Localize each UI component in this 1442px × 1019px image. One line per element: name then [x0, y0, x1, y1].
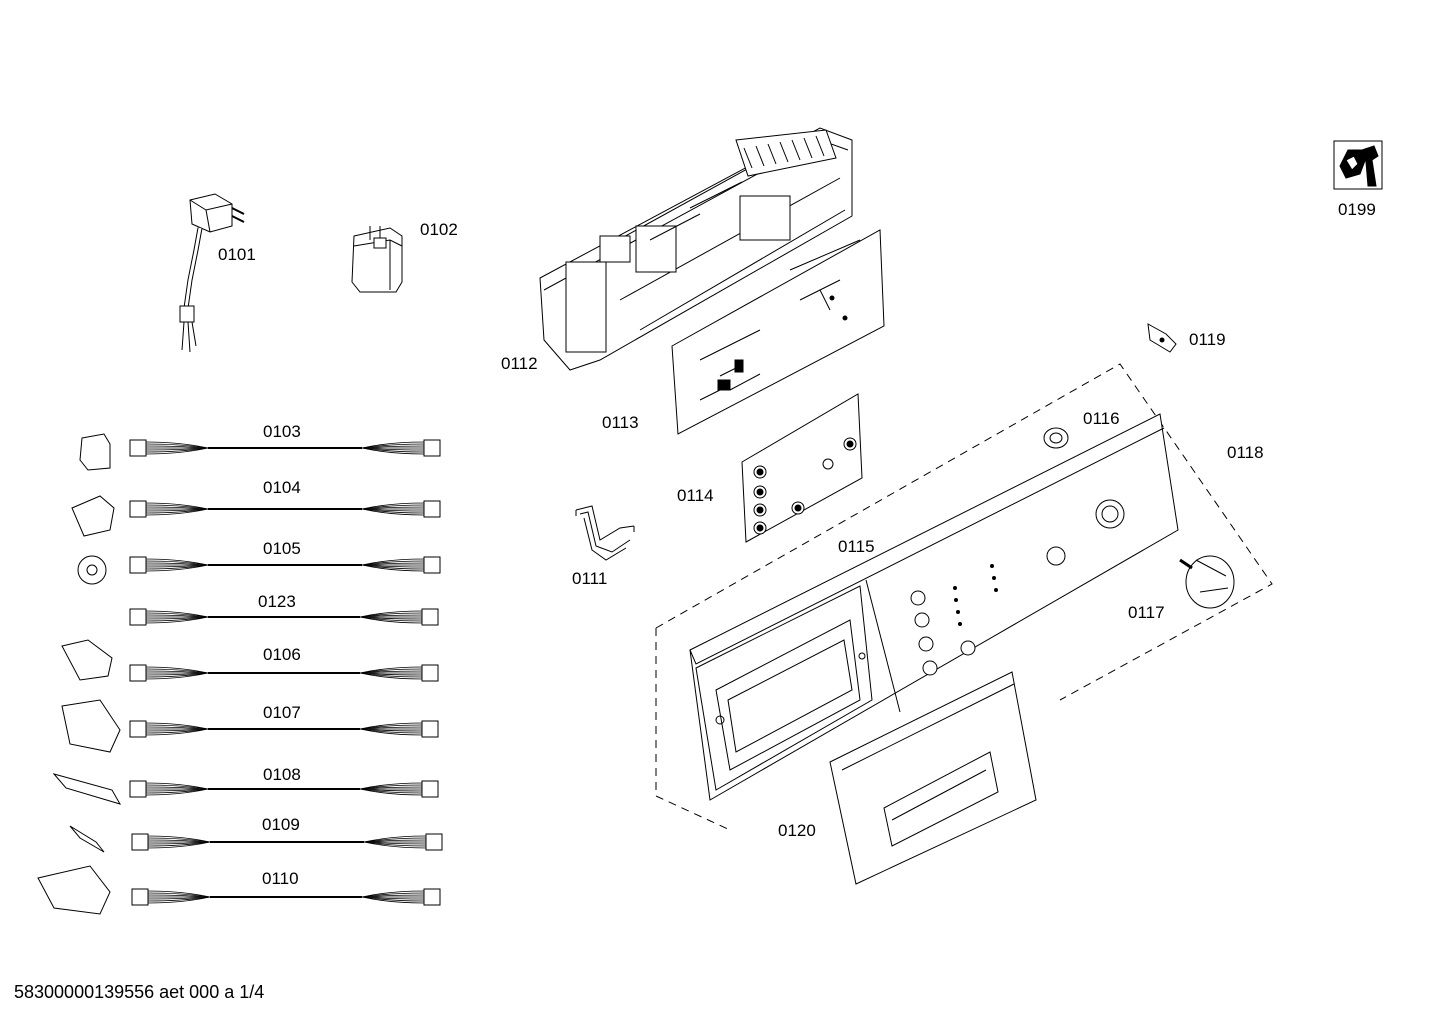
button-cap-icon — [1043, 427, 1069, 449]
part-label-0114: 0114 — [677, 486, 714, 505]
wiring-harness-icon — [129, 500, 441, 518]
part-label-0117: 0117 — [1128, 603, 1165, 622]
part-label-0106: 0106 — [263, 645, 301, 664]
part-label-0105: 0105 — [263, 539, 301, 558]
wiring-harness-icon — [129, 720, 439, 738]
part-label-0112: 0112 — [501, 354, 538, 373]
part-label-0104: 0104 — [263, 478, 301, 497]
part-label-0108: 0108 — [263, 765, 301, 784]
document-reference-footer: 58300000139556 aet 000 a 1/4 — [14, 982, 265, 1002]
part-label-0115: 0115 — [838, 537, 875, 556]
part-label-0109: 0109 — [262, 815, 300, 834]
harness-group — [129, 439, 443, 906]
wiring-harness-icon — [129, 780, 439, 798]
bracket-icon — [1147, 323, 1177, 353]
part-label-0199: 0199 — [1338, 200, 1376, 219]
wiring-harness-icon — [129, 556, 441, 574]
assembly-boundary — [655, 363, 1273, 831]
tool-wrench-icon — [1333, 140, 1383, 190]
control-housing-icon — [539, 127, 853, 371]
part-label-0101: 0101 — [218, 245, 256, 264]
wiring-harness-icon — [129, 608, 439, 626]
circuit-board-icon — [671, 229, 885, 435]
part-label-0102: 0102 — [420, 220, 458, 239]
part-label-0116: 0116 — [1083, 409, 1120, 428]
part-label-0107: 0107 — [263, 703, 301, 722]
part-label-0111: 0111 — [572, 569, 608, 588]
part-label-0110: 0110 — [262, 869, 299, 888]
wiring-harness-icon — [129, 664, 439, 682]
part-label-0118: 0118 — [1227, 443, 1264, 462]
flat-cable-icon — [575, 505, 635, 561]
part-label-0123: 0123 — [258, 592, 296, 611]
circuit-board-icon — [741, 393, 863, 543]
component-icons — [37, 433, 122, 915]
detergent-drawer-handle-icon — [829, 671, 1037, 885]
part-label-0119: 0119 — [1189, 330, 1226, 349]
program-knob-icon — [1179, 555, 1235, 609]
wiring-harness-icon — [131, 888, 441, 906]
wiring-harness-icon — [131, 833, 443, 851]
part-label-0103: 0103 — [263, 422, 301, 441]
wiring-harness-icon — [129, 439, 441, 457]
suppressor-icon — [351, 226, 403, 293]
control-panel-icon — [689, 413, 1179, 801]
part-label-0113: 0113 — [602, 413, 639, 432]
mains-plug-icon — [179, 193, 245, 353]
part-label-0120: 0120 — [778, 821, 816, 840]
